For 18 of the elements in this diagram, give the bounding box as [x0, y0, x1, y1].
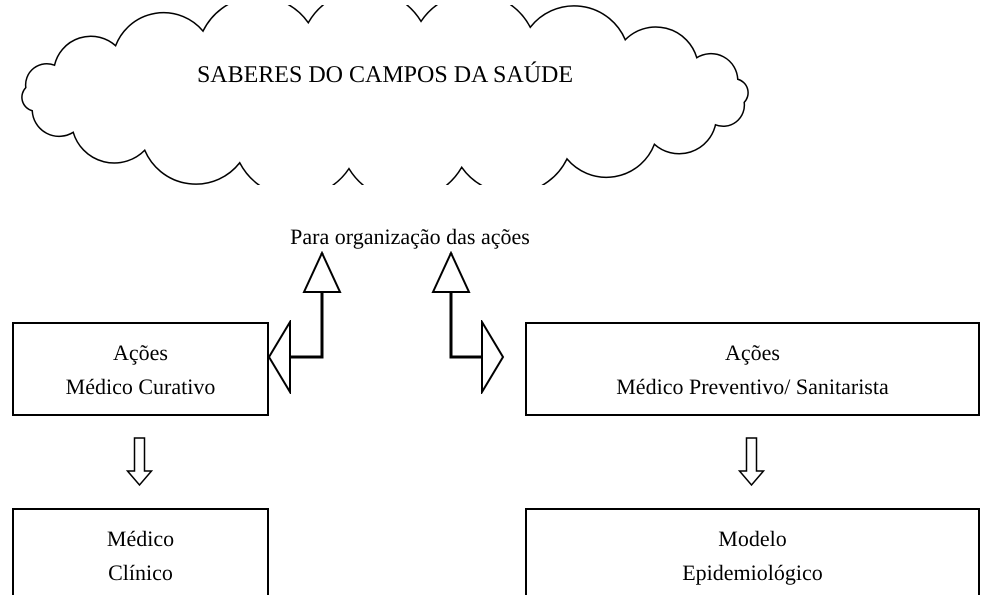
block-arrow — [126, 437, 154, 486]
box-label: Ações — [725, 339, 780, 367]
box-label: Clínico — [108, 559, 173, 587]
cloud-label: SABERES DO CAMPOS DA SAÚDE — [196, 60, 574, 90]
box-label: Ações — [113, 339, 168, 367]
box-label: Médico Curativo — [66, 373, 216, 401]
process-box — [12, 322, 269, 416]
bent-arrow — [432, 252, 504, 393]
flow-label: Para organização das ações — [290, 223, 530, 251]
block-arrow — [738, 437, 766, 486]
process-box — [525, 322, 980, 416]
box-label: Médico — [106, 525, 174, 553]
box-label: Epidemiológico — [682, 559, 823, 587]
process-box — [12, 508, 269, 595]
box-label: Médico Preventivo/ Sanitarista — [616, 373, 889, 401]
process-box — [525, 508, 980, 595]
box-label: Modelo — [718, 525, 787, 553]
bent-arrow — [268, 252, 341, 393]
